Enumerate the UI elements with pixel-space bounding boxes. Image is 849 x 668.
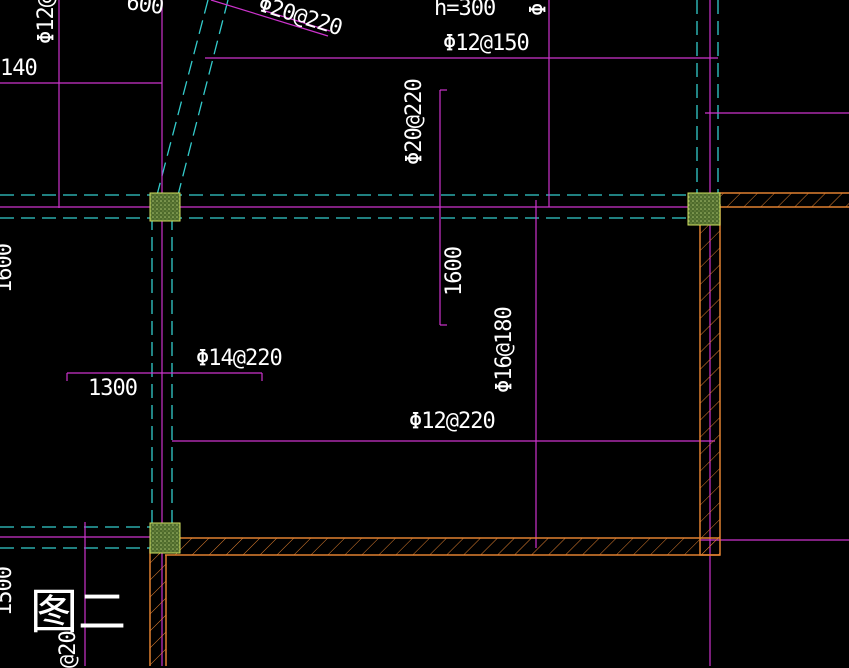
- label-left-dim-1600: 1600: [0, 244, 17, 293]
- label-vertical-rebar-2: Φ16@180: [492, 307, 517, 393]
- label-top-right-frag: Φ: [526, 3, 551, 16]
- figure-caption: 图二: [30, 584, 127, 640]
- diagonal-beam: [162, 0, 223, 197]
- label-dim-1300: 1300: [88, 376, 138, 401]
- column-top-right: [687, 192, 721, 226]
- label-top-left-rebar: Φ12@: [34, 0, 59, 44]
- label-rebar-14: Φ14@220: [196, 346, 283, 371]
- columns: [149, 192, 721, 554]
- axis-lines: [0, 0, 720, 549]
- column-top-left: [149, 192, 181, 222]
- label-bottom-left-dim: 1500: [0, 567, 17, 616]
- label-vertical-rebar-1: Φ20@220: [402, 79, 427, 165]
- label-top-rebar: Φ12@150: [443, 31, 530, 56]
- walls: [149, 192, 849, 666]
- column-bottom-left: [149, 522, 181, 554]
- label-dim-1600: 1600: [442, 247, 467, 296]
- label-slab-thickness: h=300: [434, 0, 496, 21]
- label-left-dim-140: 140: [0, 56, 38, 81]
- label-rebar-12-220: Φ12@220: [409, 409, 496, 434]
